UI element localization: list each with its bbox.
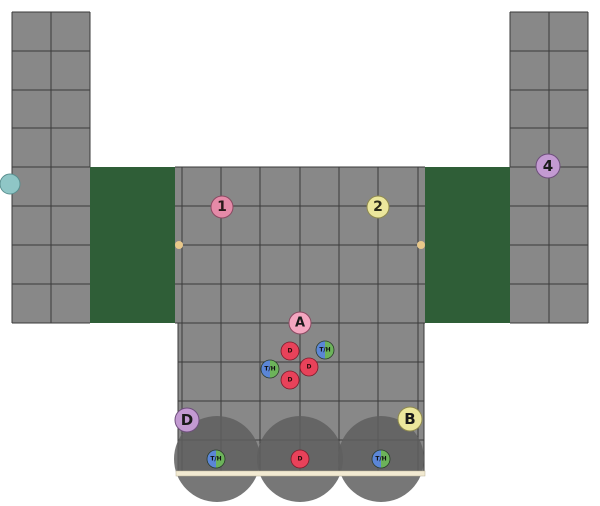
token-outline xyxy=(315,340,335,360)
waymark-circle xyxy=(366,195,390,219)
right-green-zone xyxy=(425,167,510,323)
waymark-b[interactable]: B xyxy=(397,406,423,432)
waymark-circle xyxy=(397,406,423,432)
waymark-d[interactable]: D xyxy=(174,407,200,433)
player-token-tank-healer[interactable]: T/H xyxy=(206,449,226,469)
tank-half xyxy=(207,450,216,468)
token-outline xyxy=(260,359,280,379)
south-wall-line xyxy=(175,470,426,477)
token-label: T/H xyxy=(264,366,275,373)
tank-half xyxy=(372,450,381,468)
wall-pin-right xyxy=(417,241,425,249)
tank-half xyxy=(261,360,270,378)
waymark-circle xyxy=(174,407,200,433)
token-label: T/H xyxy=(319,347,330,354)
left-green-zone xyxy=(90,167,175,323)
token-label: D xyxy=(298,456,303,463)
waymark-1[interactable]: 1 xyxy=(210,195,234,219)
waymark-label: 4 xyxy=(543,157,553,175)
player-token-dps[interactable]: D xyxy=(280,370,300,390)
waymark-label: D xyxy=(181,411,193,429)
waymark-a[interactable]: A xyxy=(288,311,312,335)
waymark-label: 2 xyxy=(373,199,383,215)
player-token-dps[interactable]: D xyxy=(290,449,310,469)
waymark-2[interactable]: 2 xyxy=(366,195,390,219)
token-outline xyxy=(206,449,226,469)
waymark-label: A xyxy=(295,316,305,331)
healer-half xyxy=(325,341,334,359)
waymark-4[interactable]: 4 xyxy=(535,153,561,179)
token-label: D xyxy=(307,364,312,371)
token-label: T/H xyxy=(375,456,386,463)
token-label: D xyxy=(288,377,293,384)
player-token-dps[interactable]: D xyxy=(299,357,319,377)
player-token-tank-healer[interactable]: T/H xyxy=(371,449,391,469)
waymark-label: B xyxy=(404,410,415,428)
healer-half xyxy=(216,450,225,468)
healer-half xyxy=(381,450,390,468)
player-token-tank-healer[interactable]: T/H xyxy=(260,359,280,379)
token-label: T/H xyxy=(210,456,221,463)
tank-half xyxy=(316,341,325,359)
waymark-label: 1 xyxy=(217,199,227,215)
offscreen-marker-partial xyxy=(0,173,21,195)
player-token-dps[interactable]: D xyxy=(280,341,300,361)
token-outline xyxy=(371,449,391,469)
player-token-tank-healer[interactable]: T/H xyxy=(315,340,335,360)
waymark-circle xyxy=(288,311,312,335)
waymark-circle xyxy=(535,153,561,179)
dps-token-circle xyxy=(299,357,319,377)
wall-pin-left xyxy=(175,241,183,249)
healer-half xyxy=(270,360,279,378)
dps-token-circle xyxy=(290,449,310,469)
dps-token-circle xyxy=(280,341,300,361)
dps-token-circle xyxy=(280,370,300,390)
waymark-circle xyxy=(210,195,234,219)
token-label: D xyxy=(288,348,293,355)
